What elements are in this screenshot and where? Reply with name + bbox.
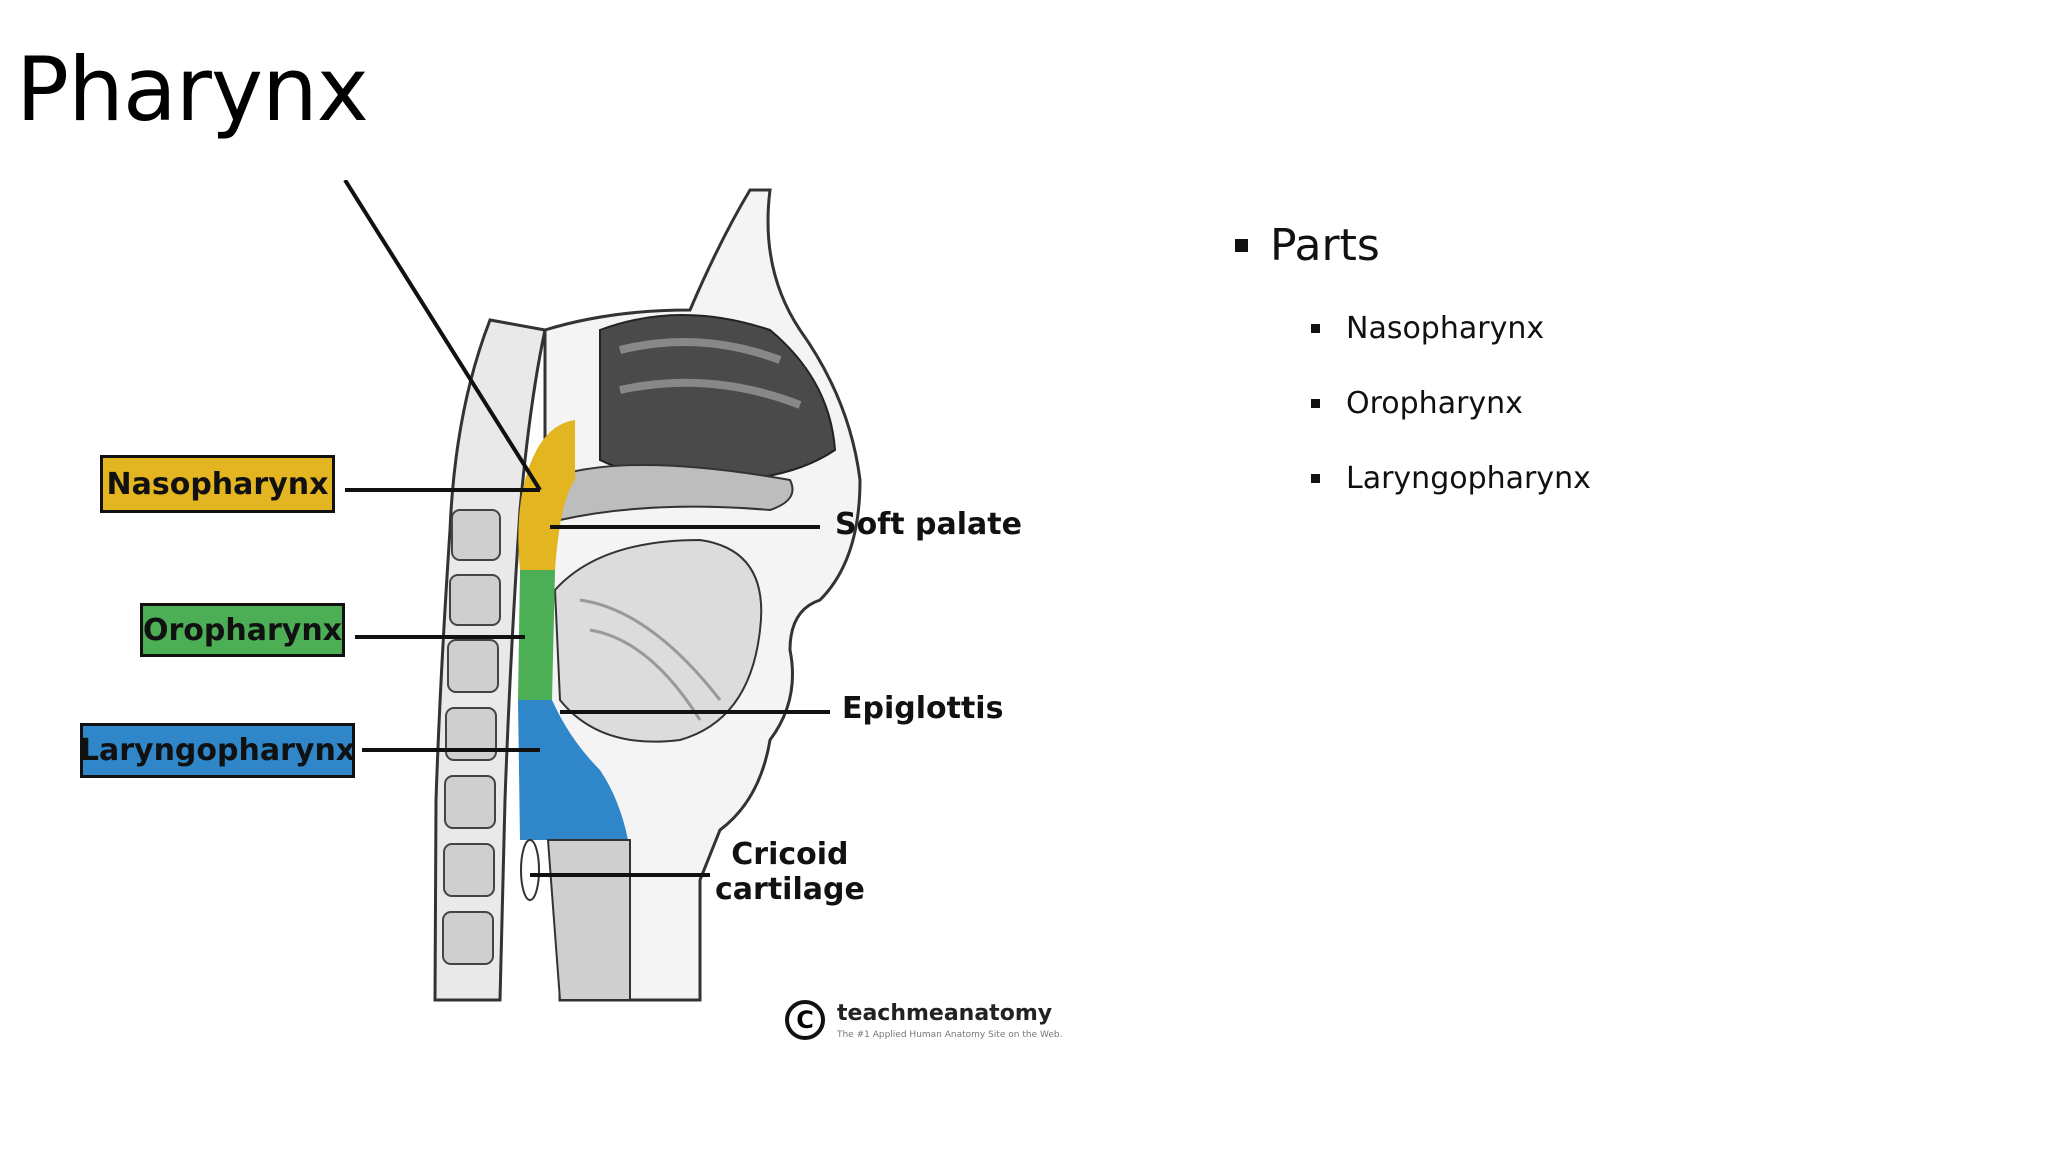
watermark-tagline: The #1 Applied Human Anatomy Site on the… [837, 1029, 1063, 1040]
square-bullet-icon [1235, 239, 1248, 252]
bullet-oropharynx: Oropharynx [1311, 386, 1591, 421]
cricoid-cartilage [520, 839, 540, 901]
vertebrae [442, 509, 501, 965]
bullet-parts: Parts [1235, 220, 1591, 271]
parts-bullet-list: Parts Nasopharynx Oropharynx Laryngophar… [1235, 220, 1591, 496]
epiglottis-callout: Epiglottis [842, 691, 1004, 726]
larynx [546, 839, 631, 1001]
sagittal-section-illustration [343, 178, 862, 1002]
bullet-item-label: Oropharynx [1346, 386, 1523, 421]
watermark-text: teachmeanatomy The #1 Applied Human Anat… [837, 1001, 1062, 1040]
copyright-icon: C [785, 1000, 825, 1040]
slide-title: Pharynx [16, 38, 369, 141]
teachmeanatomy-watermark: C teachmeanatomy The #1 Applied Human An… [785, 1000, 1062, 1040]
bullet-parts-label: Parts [1270, 220, 1380, 271]
square-bullet-icon [1311, 324, 1320, 333]
cricoid-callout: Cricoid cartilage [715, 837, 865, 907]
cricoid-callout-line1: Cricoid [731, 837, 849, 872]
bullet-laryngopharynx: Laryngopharynx [1311, 461, 1591, 496]
watermark-name: teachmeanatomy [837, 1000, 1053, 1026]
soft-palate [543, 464, 794, 522]
leader-lines [343, 178, 830, 877]
laryngopharynx-region [518, 700, 628, 840]
oropharynx-label: Oropharynx [140, 603, 345, 657]
bullet-item-label: Laryngopharynx [1346, 461, 1591, 496]
nasopharynx-label: Nasopharynx [100, 455, 335, 513]
square-bullet-icon [1311, 474, 1320, 483]
square-bullet-icon [1311, 399, 1320, 408]
cricoid-callout-line2: cartilage [715, 871, 865, 907]
soft-palate-callout: Soft palate [835, 507, 1022, 542]
bullet-nasopharynx: Nasopharynx [1311, 311, 1591, 346]
tongue [553, 538, 763, 743]
bullet-item-label: Nasopharynx [1346, 311, 1545, 346]
nasopharynx-region [518, 420, 575, 570]
pharynx-figure: Nasopharynx Oropharynx Laryngopharynx So… [0, 178, 1100, 1060]
oropharynx-region [518, 570, 555, 700]
laryngopharynx-label: Laryngopharynx [80, 723, 355, 778]
